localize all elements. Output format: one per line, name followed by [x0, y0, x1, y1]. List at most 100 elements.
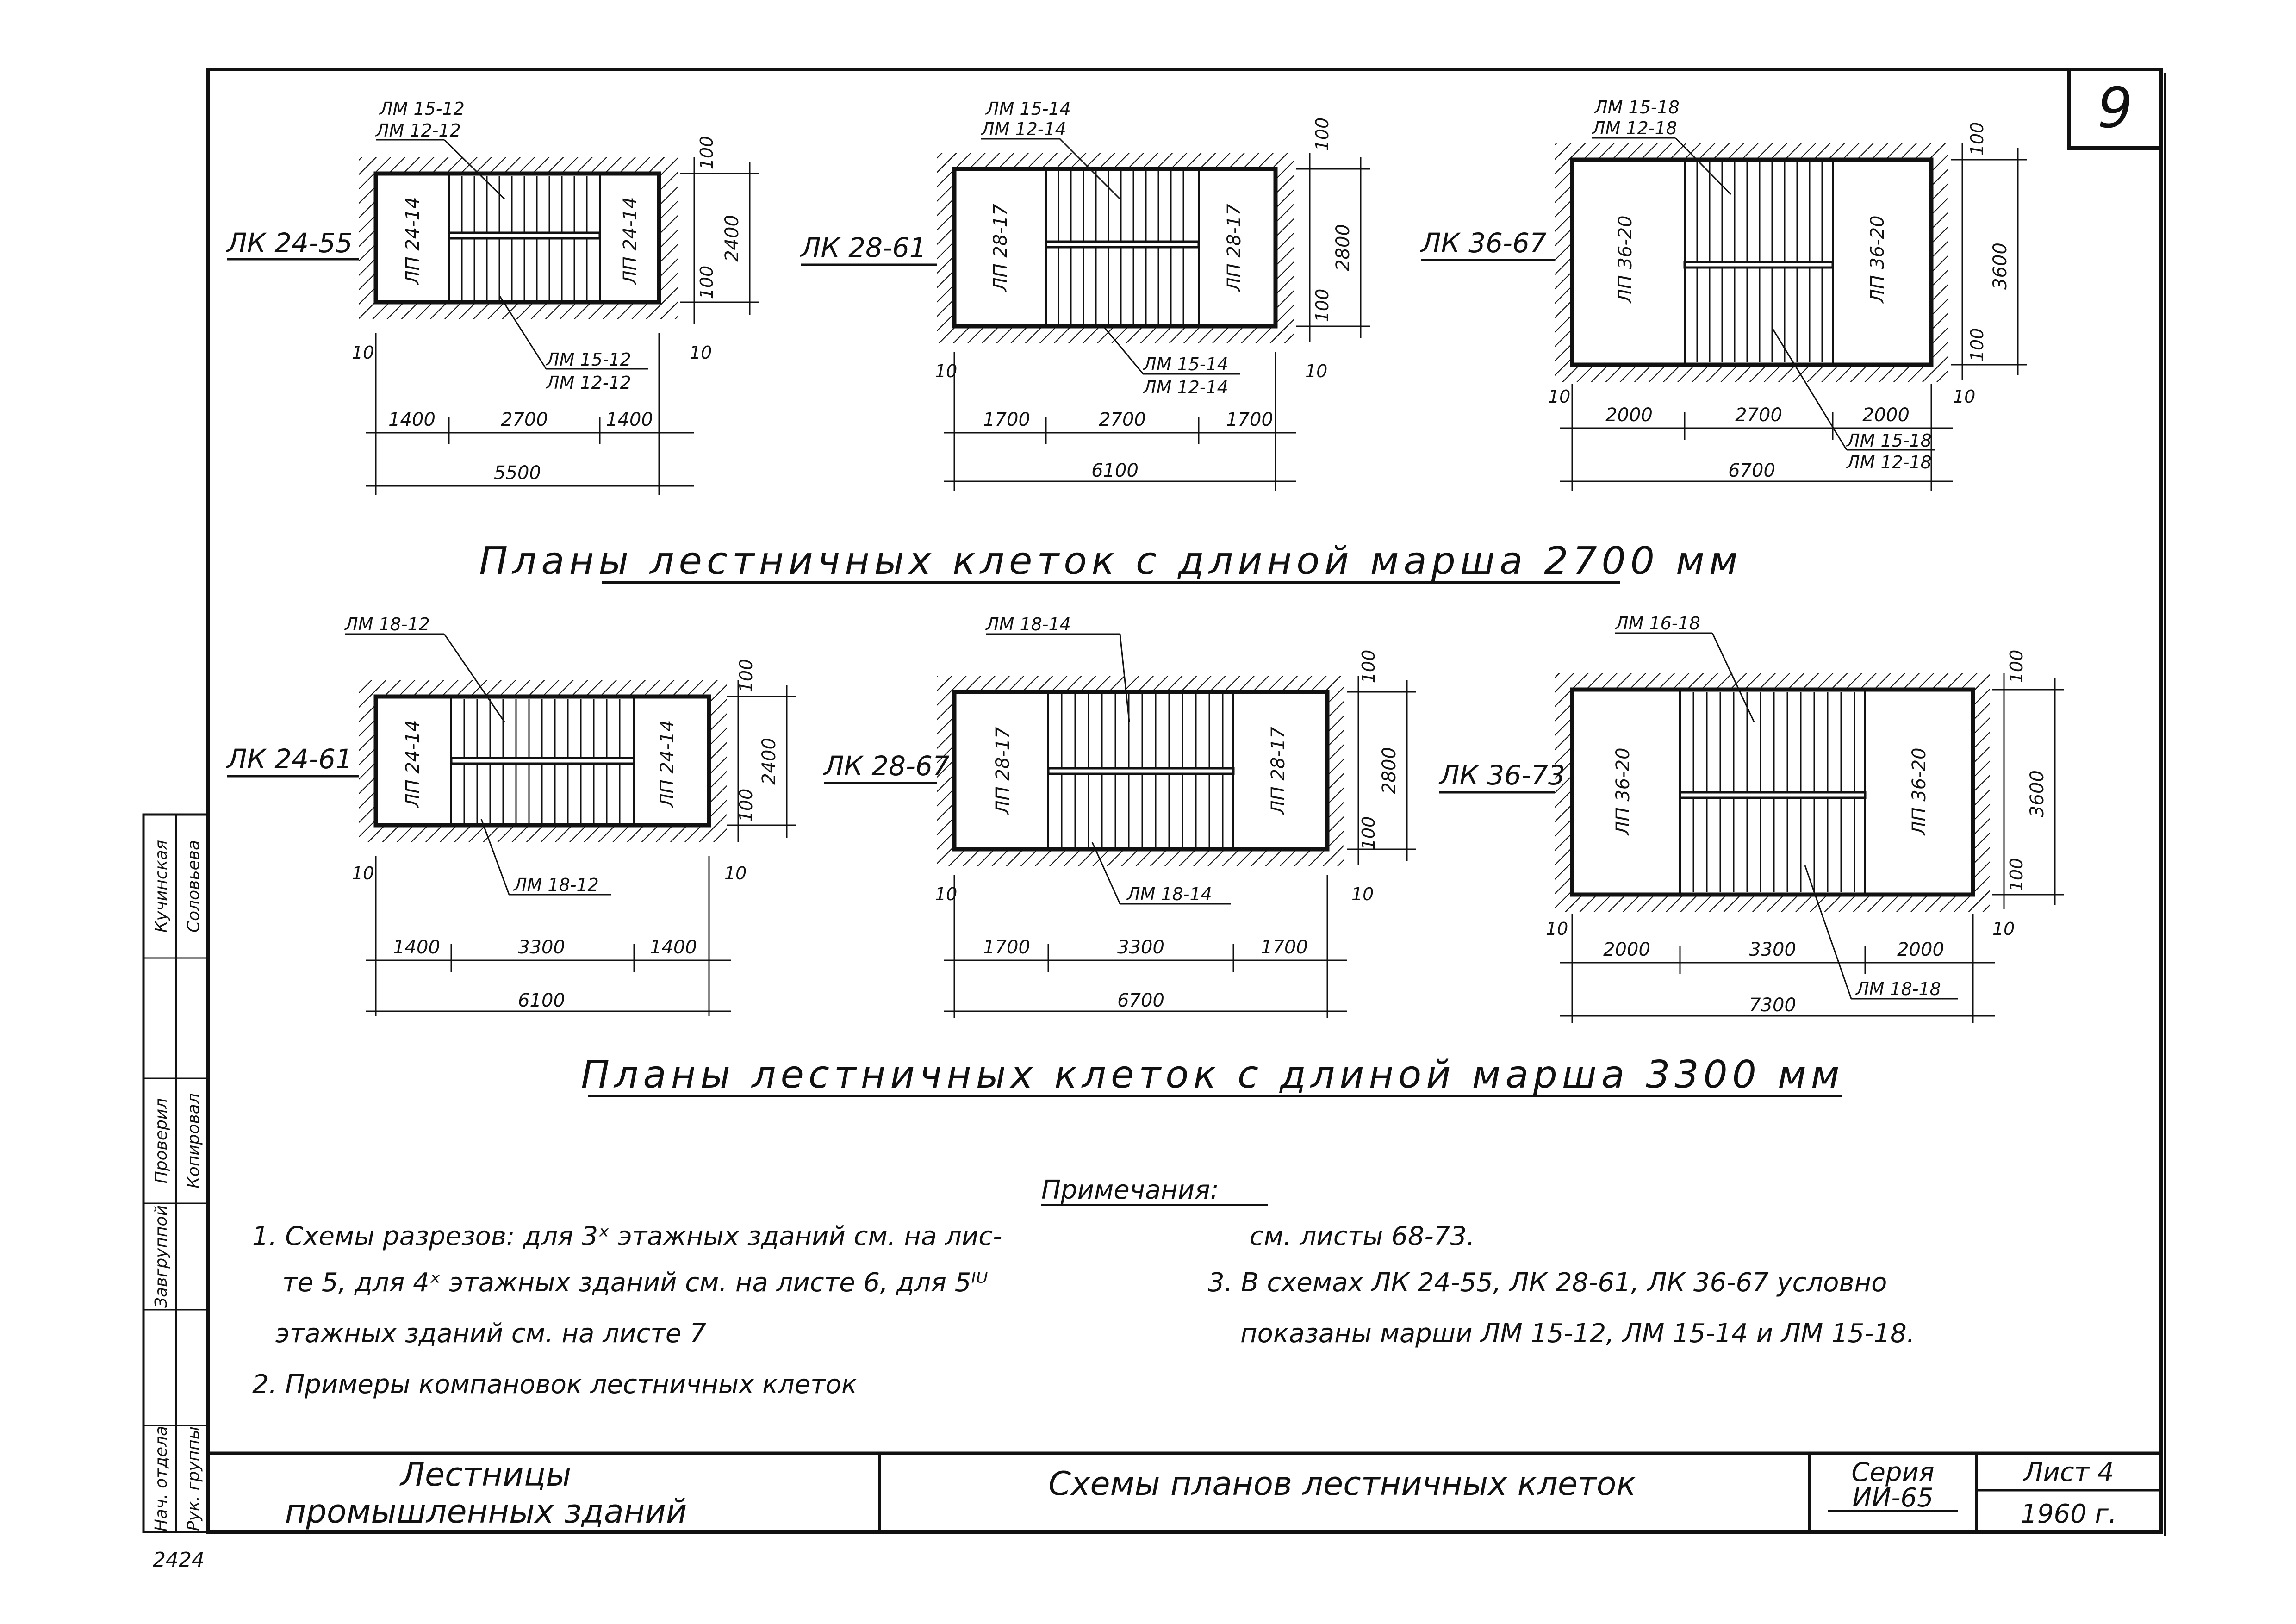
svg-text:ЛМ 15-12: ЛМ 15-12	[379, 99, 465, 119]
notes-heading: Примечания:	[1041, 1175, 1219, 1205]
svg-text:ЛМ 18-14: ЛМ 18-14	[985, 614, 1071, 635]
svg-text:2700: 2700	[501, 409, 548, 430]
svg-text:ЛМ 15-14: ЛМ 15-14	[1142, 354, 1228, 374]
svg-text:3300: 3300	[1749, 939, 1796, 960]
svg-text:ЛП 28-17: ЛП 28-17	[1268, 727, 1289, 815]
svg-text:100: 100	[1967, 122, 1987, 156]
svg-text:10: 10	[1305, 361, 1327, 381]
svg-text:ЛП 36-20: ЛП 36-20	[1867, 215, 1888, 304]
svg-text:100: 100	[2006, 858, 2027, 892]
svg-text:1700: 1700	[1226, 409, 1273, 430]
svg-text:ЛМ 15-14: ЛМ 15-14	[985, 99, 1071, 119]
plan-name: ЛК 36-67	[1420, 227, 1547, 259]
svg-text:2000: 2000	[1862, 404, 1910, 426]
sheet-number-box	[2067, 68, 2163, 150]
svg-text:ЛП 36-20: ЛП 36-20	[1612, 747, 1634, 836]
plan-name: ЛК 24-55	[226, 227, 353, 259]
svg-text:ЛП 28-17: ЛП 28-17	[990, 204, 1011, 292]
svg-text:100: 100	[1967, 328, 1987, 362]
row1-title: Планы лестничных клеток с длиной марша 2…	[479, 539, 1742, 583]
plan-name: ЛК 24-61	[226, 743, 353, 775]
svg-text:2000: 2000	[1605, 404, 1653, 426]
svg-text:Соловьева: Соловьева	[184, 840, 203, 933]
svg-text:Кучинская: Кучинская	[152, 840, 171, 933]
svg-text:ЛМ 18-18: ЛМ 18-18	[1855, 979, 1941, 999]
series-label: Серия	[1851, 1457, 1934, 1487]
title-block-object-2: промышленных зданий	[285, 1493, 687, 1531]
note-line: этажных зданий см. на листе 7	[275, 1319, 706, 1349]
plan-lk-28-61: ЛП 28-17 ЛП 28-17 ЛК 28-61 ЛМ 15-14 ЛМ 1…	[800, 99, 1370, 491]
svg-text:10: 10	[690, 342, 712, 363]
note-line: 3. В схемах ЛК 24-55, ЛК 28-61, ЛК 36-67…	[1208, 1268, 1887, 1298]
svg-text:3300: 3300	[1117, 937, 1164, 958]
svg-text:100: 100	[1358, 816, 1379, 850]
svg-text:ЛП 24-14: ЛП 24-14	[657, 720, 678, 808]
svg-text:10: 10	[1953, 386, 1975, 407]
note-line: 2. Примеры компановок лестничных клеток	[252, 1369, 857, 1400]
side-stamp: Рук. группы Нач. отдела Завгруппой Прове…	[142, 813, 210, 1533]
plan-name: ЛК 28-67	[823, 750, 950, 782]
svg-text:3600: 3600	[2027, 770, 2048, 817]
svg-text:ЛП 24-14: ЛП 24-14	[620, 197, 641, 285]
svg-text:ЛМ 18-12: ЛМ 18-12	[344, 614, 430, 635]
svg-text:100: 100	[2006, 650, 2027, 684]
svg-text:7300: 7300	[1749, 995, 1796, 1016]
svg-text:Рук. группы: Рук. группы	[184, 1426, 203, 1531]
svg-text:ЛП 24-14: ЛП 24-14	[402, 197, 423, 285]
svg-text:2700: 2700	[1099, 409, 1146, 430]
plan-lk-36-73: ЛП 36-20 ЛП 36-20 ЛК 36-73 ЛМ 16-18 ЛМ 1…	[1438, 613, 2064, 1023]
note-line: см. листы 68-73.	[1250, 1221, 1475, 1251]
sheet-label: Лист 4	[2022, 1457, 2114, 1487]
svg-text:3300: 3300	[518, 937, 565, 958]
svg-text:Копировал: Копировал	[184, 1093, 203, 1188]
sheet-frame	[206, 68, 2163, 1534]
svg-text:1400: 1400	[393, 937, 440, 958]
svg-text:100: 100	[697, 266, 717, 299]
svg-text:2400: 2400	[722, 215, 743, 262]
svg-text:ЛП 28-17: ЛП 28-17	[992, 727, 1014, 815]
svg-text:ЛМ 12-12: ЛМ 12-12	[375, 120, 461, 141]
svg-text:ЛМ 16-18: ЛМ 16-18	[1614, 613, 1700, 634]
svg-text:10: 10	[1351, 884, 1374, 904]
year: 1960 г.	[2021, 1499, 2117, 1529]
svg-text:2400: 2400	[759, 738, 780, 785]
svg-text:ЛМ 15-12: ЛМ 15-12	[545, 349, 631, 370]
svg-text:3600: 3600	[1990, 243, 2011, 290]
svg-text:10: 10	[1548, 386, 1570, 407]
svg-text:100: 100	[1312, 118, 1332, 151]
svg-text:10: 10	[724, 863, 747, 884]
svg-text:ЛМ 12-14: ЛМ 12-14	[1142, 377, 1228, 398]
svg-text:100: 100	[736, 659, 756, 693]
plan-name: ЛК 36-73	[1438, 759, 1565, 791]
svg-text:1400: 1400	[388, 409, 436, 430]
svg-text:1400: 1400	[650, 937, 697, 958]
plan-lk-24-61: ЛП 24-14 ЛП 24-14 ЛК 24-61 ЛМ 18-12 ЛМ 1…	[226, 614, 796, 1016]
svg-text:6100: 6100	[1091, 460, 1139, 481]
row2-title: Планы лестничных клеток с длиной марша 3…	[581, 1053, 1844, 1097]
svg-text:1400: 1400	[606, 409, 653, 430]
svg-text:ЛМ 12-14: ЛМ 12-14	[980, 119, 1066, 139]
svg-text:ЛП 28-17: ЛП 28-17	[1224, 204, 1245, 292]
svg-text:Проверил: Проверил	[152, 1098, 171, 1184]
svg-text:ЛМ 12-18: ЛМ 12-18	[1846, 452, 1932, 473]
svg-text:10: 10	[1546, 919, 1568, 939]
svg-text:2800: 2800	[1332, 224, 1354, 271]
title-block-object: Лестницы	[399, 1456, 571, 1493]
svg-text:6700: 6700	[1728, 460, 1775, 481]
title-block-sheet-title: Схемы планов лестничных клеток	[1048, 1465, 1636, 1503]
svg-text:1700: 1700	[983, 937, 1030, 958]
svg-text:10: 10	[935, 361, 957, 381]
svg-text:Завгруппой: Завгруппой	[152, 1205, 171, 1308]
inventory-number: 2424	[153, 1548, 205, 1572]
svg-text:1700: 1700	[983, 409, 1030, 430]
title-block: Лестницы промышленных зданий Схемы плано…	[285, 1453, 2161, 1532]
svg-text:6700: 6700	[1117, 990, 1164, 1011]
svg-text:1700: 1700	[1261, 937, 1308, 958]
plan-lk-24-55: ЛП 24-14 ЛП 24-14 ЛК 24-55 ЛМ 15-12 ЛМ 1…	[226, 99, 759, 495]
svg-text:ЛМ 15-18: ЛМ 15-18	[1846, 430, 1932, 451]
svg-text:100: 100	[736, 789, 756, 822]
svg-text:ЛП 24-14: ЛП 24-14	[402, 720, 423, 808]
svg-text:100: 100	[697, 136, 717, 170]
svg-text:10: 10	[1992, 919, 2015, 939]
